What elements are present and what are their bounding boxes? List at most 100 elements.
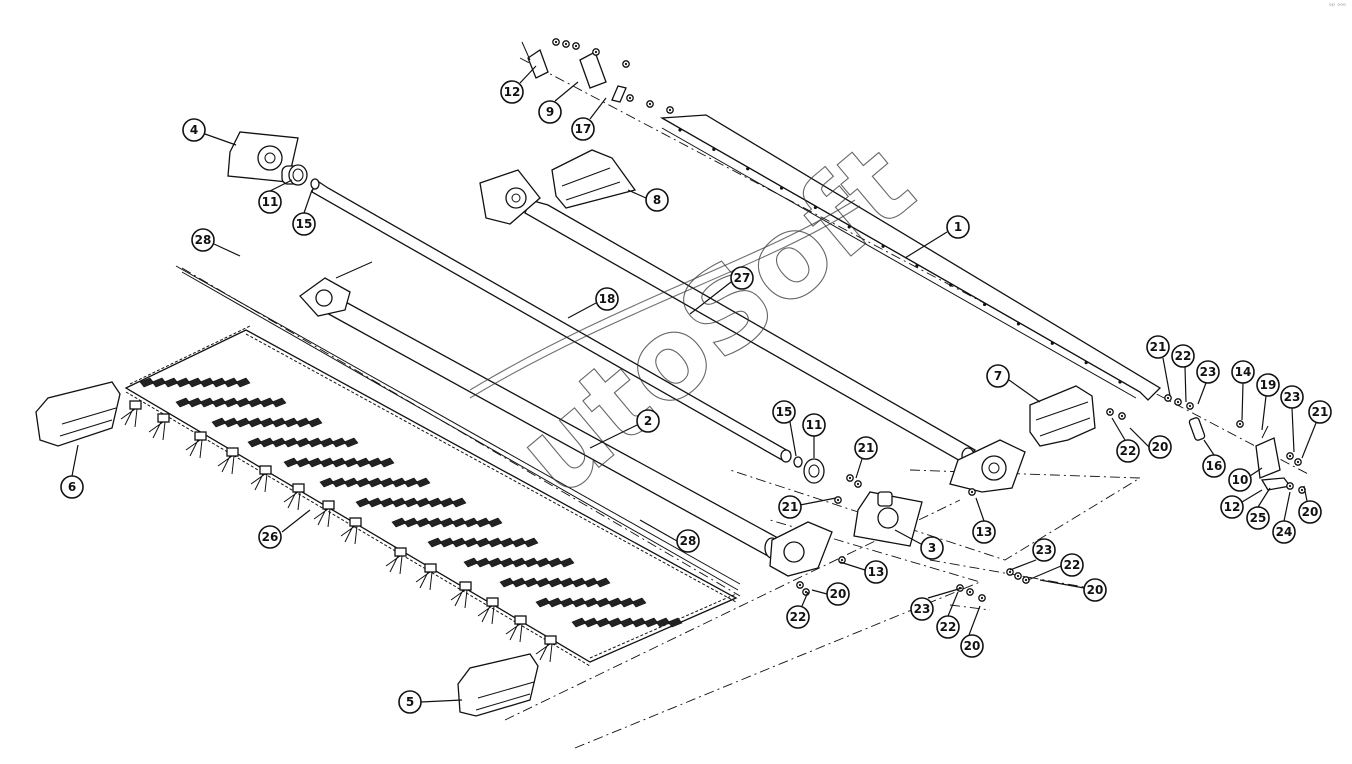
svg-text:20: 20 bbox=[830, 587, 847, 601]
svg-text:10: 10 bbox=[1232, 473, 1249, 487]
svg-text:1: 1 bbox=[954, 220, 962, 234]
callout-7: 7 bbox=[986, 364, 1010, 388]
callout-22-a: 22 bbox=[1171, 344, 1195, 368]
bearing-part-11-upper bbox=[288, 164, 320, 190]
conveyor-mat-part-26 bbox=[120, 325, 738, 667]
callout-20-d: 20 bbox=[1083, 578, 1107, 602]
svg-text:15: 15 bbox=[296, 217, 313, 231]
svg-text:20: 20 bbox=[1087, 583, 1104, 597]
svg-text:21: 21 bbox=[1312, 405, 1329, 419]
svg-text:2: 2 bbox=[644, 414, 652, 428]
callout-12-right: 12 bbox=[1220, 495, 1244, 519]
svg-text:20: 20 bbox=[1302, 505, 1319, 519]
callout-21-c: 21 bbox=[854, 436, 878, 460]
callout-21-a: 21 bbox=[1146, 335, 1170, 359]
callout-28-bottom: 28 bbox=[676, 529, 700, 553]
svg-text:21: 21 bbox=[858, 441, 875, 455]
callout-23-c: 23 bbox=[1032, 538, 1056, 562]
callout-23-b: 23 bbox=[1280, 385, 1304, 409]
svg-text:24: 24 bbox=[1276, 525, 1293, 539]
svg-text:20: 20 bbox=[1152, 440, 1169, 454]
callout-10: 10 bbox=[1228, 468, 1252, 492]
svg-text:12: 12 bbox=[504, 85, 521, 99]
callout-17: 17 bbox=[571, 117, 595, 141]
callout-15-upper: 15 bbox=[292, 212, 316, 236]
callout-18: 18 bbox=[595, 287, 619, 311]
hardware-parts-9-12-17 bbox=[521, 41, 627, 103]
fastener-hardware bbox=[552, 38, 1306, 602]
svg-text:13: 13 bbox=[976, 525, 993, 539]
callout-23-a: 23 bbox=[1196, 360, 1220, 384]
svg-text:28: 28 bbox=[680, 534, 697, 548]
svg-text:13: 13 bbox=[868, 565, 885, 579]
callout-22-d: 22 bbox=[1060, 553, 1084, 577]
callout-22-e: 22 bbox=[936, 615, 960, 639]
callout-20-e: 20 bbox=[960, 634, 984, 658]
svg-text:9: 9 bbox=[546, 105, 554, 119]
svg-text:18: 18 bbox=[599, 292, 616, 306]
svg-text:20: 20 bbox=[964, 639, 981, 653]
callout-19: 19 bbox=[1256, 373, 1280, 397]
callout-21-d: 21 bbox=[778, 495, 802, 519]
svg-text:8: 8 bbox=[653, 193, 661, 207]
callout-20-c: 20 bbox=[826, 582, 850, 606]
svg-text:6: 6 bbox=[68, 480, 76, 494]
svg-text:25: 25 bbox=[1250, 511, 1267, 525]
svg-text:19: 19 bbox=[1260, 378, 1277, 392]
svg-text:4: 4 bbox=[190, 123, 198, 137]
callout-2: 2 bbox=[636, 409, 660, 433]
callout-12-top: 12 bbox=[500, 80, 524, 104]
rail-part-28 bbox=[175, 265, 741, 591]
svg-text:22: 22 bbox=[790, 610, 807, 624]
callout-14: 14 bbox=[1231, 360, 1255, 384]
svg-text:22: 22 bbox=[1120, 444, 1137, 458]
svg-text:22: 22 bbox=[940, 620, 957, 634]
svg-text:26: 26 bbox=[262, 530, 279, 544]
callout-20-a: 20 bbox=[1148, 435, 1172, 459]
svg-text:11: 11 bbox=[262, 195, 279, 209]
callout-5: 5 bbox=[398, 690, 422, 714]
svg-text:28: 28 bbox=[195, 233, 212, 247]
svg-text:21: 21 bbox=[1150, 340, 1167, 354]
callout-15-lower: 15 bbox=[772, 400, 796, 424]
callout-9: 9 bbox=[538, 100, 562, 124]
callout-28-top: 28 bbox=[191, 228, 215, 252]
svg-text:12: 12 bbox=[1224, 500, 1241, 514]
callout-13-lower: 13 bbox=[864, 560, 888, 584]
callout-24: 24 bbox=[1272, 520, 1296, 544]
callout-20-b: 20 bbox=[1298, 500, 1322, 524]
guard-part-6 bbox=[35, 381, 121, 447]
callout-4: 4 bbox=[182, 118, 206, 142]
callout-3: 3 bbox=[920, 536, 944, 560]
svg-text:17: 17 bbox=[575, 122, 592, 136]
shield-part-7 bbox=[1029, 385, 1096, 447]
svg-text:16: 16 bbox=[1206, 459, 1223, 473]
callout-11-upper: 11 bbox=[258, 190, 282, 214]
roller-part-2 bbox=[299, 261, 833, 577]
bearing-part-11-lower bbox=[793, 456, 825, 484]
shield-part-8 bbox=[551, 149, 637, 209]
svg-text:5: 5 bbox=[406, 695, 414, 709]
svg-text:23: 23 bbox=[1036, 543, 1053, 557]
callout-leader-lines bbox=[71, 65, 1317, 703]
callout-11-lower: 11 bbox=[802, 413, 826, 437]
svg-text:23: 23 bbox=[1200, 365, 1217, 379]
callout-8: 8 bbox=[645, 188, 669, 212]
callout-22-c: 22 bbox=[786, 605, 810, 629]
callout-27: 27 bbox=[730, 266, 754, 290]
corner-mark: ᵉᵖ ᵒᵒᵒ bbox=[1329, 2, 1346, 10]
svg-text:27: 27 bbox=[734, 271, 751, 285]
svg-text:11: 11 bbox=[806, 418, 823, 432]
svg-text:14: 14 bbox=[1235, 365, 1252, 379]
svg-text:21: 21 bbox=[782, 500, 799, 514]
guard-part-5 bbox=[457, 653, 539, 717]
callout-13-right: 13 bbox=[972, 520, 996, 544]
shaft-part-18 bbox=[311, 178, 792, 463]
callout-6: 6 bbox=[60, 475, 84, 499]
svg-text:15: 15 bbox=[776, 405, 793, 419]
callout-26: 26 bbox=[258, 525, 282, 549]
callout-22-b: 22 bbox=[1116, 439, 1140, 463]
callout-23-d: 23 bbox=[910, 597, 934, 621]
